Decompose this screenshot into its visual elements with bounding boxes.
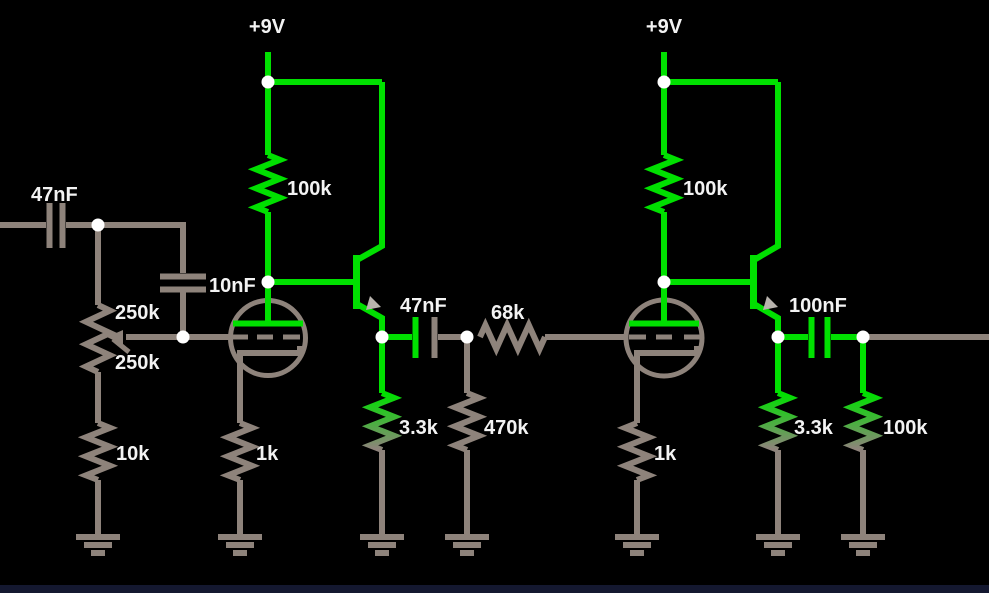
- resistor-68k[interactable]: [477, 317, 627, 357]
- label-supply1: +9V: [249, 16, 286, 38]
- junction-dot: [261, 75, 275, 89]
- resistor-100k-load[interactable]: [842, 337, 884, 538]
- triode-tube-1[interactable]: [183, 282, 308, 423]
- resistor-zigzag: [643, 152, 685, 215]
- resistor-zigzag: [616, 420, 658, 483]
- label-supply2: +9V: [646, 16, 683, 38]
- resistor-100k-plate1[interactable]: [247, 82, 289, 282]
- wire[interactable]: [98, 222, 186, 273]
- triode-tube-2[interactable]: [623, 282, 705, 423]
- label-input-cap: 47nF: [31, 184, 78, 206]
- junction-dot: [657, 75, 671, 89]
- resistor-zigzag: [77, 420, 119, 483]
- ground-symbol[interactable]: [615, 534, 659, 556]
- junction-dot: [460, 330, 474, 344]
- label-cap100n: 100nF: [789, 295, 847, 317]
- label-r3k3-1: 3.3k: [399, 417, 439, 439]
- label-r1k-1: 1k: [256, 443, 279, 465]
- pot-zigzag: [78, 302, 118, 375]
- tube-cathode: [237, 346, 303, 423]
- junction-dot: [856, 330, 870, 344]
- junction-dot: [261, 275, 275, 289]
- resistor-3.3k-1[interactable]: [361, 337, 403, 538]
- potentiometer-500k[interactable]: [78, 225, 183, 375]
- resistor-zigzag: [446, 390, 488, 453]
- transistor-collector: [355, 82, 385, 263]
- emitter-arrow-icon: [366, 296, 381, 310]
- label-r100k-2: 100k: [683, 178, 728, 200]
- resistor-100k-plate2[interactable]: [643, 82, 685, 282]
- label-r100k-load: 100k: [883, 417, 928, 439]
- junction-dot: [176, 330, 190, 344]
- emitter-arrow-icon: [763, 296, 778, 310]
- label-cap47n-2: 47nF: [400, 295, 447, 317]
- label-r1k-2: 1k: [654, 443, 677, 465]
- label-r68k: 68k: [491, 302, 525, 324]
- junction-dot: [375, 330, 389, 344]
- resistor-1k-2[interactable]: [616, 420, 658, 538]
- label-bypass-cap: 10nF: [209, 275, 256, 297]
- label-r10k: 10k: [116, 443, 150, 465]
- label-r3k3-2: 3.3k: [794, 417, 834, 439]
- ground-symbol[interactable]: [445, 534, 489, 556]
- resistor-1k-1[interactable]: [219, 420, 261, 538]
- capacitor-bypass-10nF[interactable]: [160, 273, 206, 338]
- resistor-zigzag: [757, 390, 799, 453]
- pot-wiper-arrow-icon: [107, 330, 123, 345]
- label-pot-lower: 250k: [115, 352, 160, 374]
- ground-symbol[interactable]: [360, 534, 404, 556]
- resistor-zigzag: [219, 420, 261, 483]
- ground-symbol[interactable]: [841, 534, 885, 556]
- label-pot-upper: 250k: [115, 302, 160, 324]
- ground-symbol[interactable]: [218, 534, 262, 556]
- resistor-470k[interactable]: [446, 337, 488, 538]
- resistor-zigzag: [361, 390, 403, 453]
- resistor-zigzag: [247, 152, 289, 215]
- junction-dot: [91, 218, 105, 232]
- resistor-zigzag: [477, 317, 548, 357]
- ground-symbol[interactable]: [756, 534, 800, 556]
- label-r100k-1: 100k: [287, 178, 332, 200]
- tube-cathode: [634, 346, 700, 423]
- junction-dot: [657, 275, 671, 289]
- resistor-10k[interactable]: [77, 372, 119, 538]
- label-r470k: 470k: [484, 417, 529, 439]
- transistor-collector: [752, 82, 781, 263]
- ground-symbol[interactable]: [76, 534, 120, 556]
- junction-dot: [771, 330, 785, 344]
- resistor-zigzag: [842, 390, 884, 453]
- window-bottom-strip: [0, 585, 989, 593]
- resistor-3.3k-2[interactable]: [757, 337, 799, 538]
